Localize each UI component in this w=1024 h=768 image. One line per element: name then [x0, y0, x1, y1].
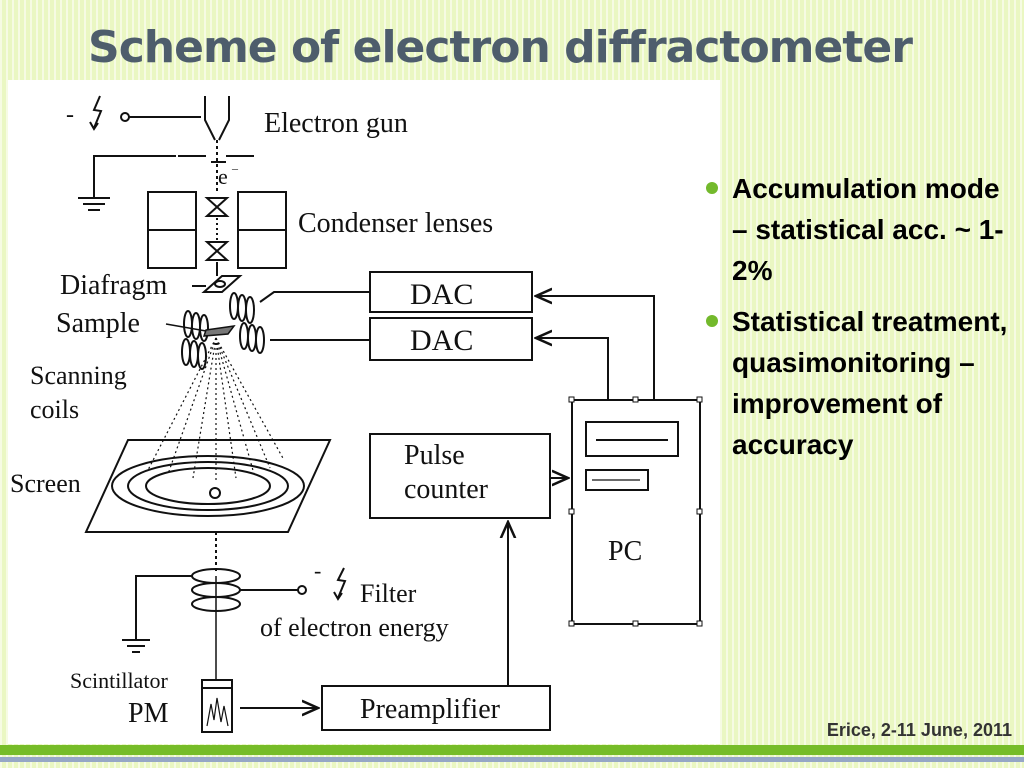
label-electron-symbol: e [218, 164, 228, 189]
gun-minus-sign: - [66, 102, 74, 128]
label-diafragm: Diafragm [60, 270, 168, 301]
pc-handles [568, 396, 703, 627]
scintillator-pm [201, 679, 233, 733]
arrow-pc-to-dac1 [536, 296, 655, 400]
bullet-item: Statistical treatment, quasimonitoring –… [704, 301, 1014, 465]
bullet-dot-icon [706, 182, 718, 194]
label-counter: counter [404, 474, 489, 505]
label-scanning: Scanning [30, 361, 127, 390]
label-screen: Screen [10, 469, 81, 498]
footer-band-blue [0, 757, 1024, 762]
pc-box [571, 399, 701, 625]
slide-title: Scheme of electron diffractometer [88, 22, 913, 73]
label-coils: coils [30, 395, 79, 424]
footer-band-green [0, 745, 1024, 755]
screen [84, 439, 332, 533]
label-dac-1: DAC [410, 278, 473, 311]
label-condenser-lenses: Condenser lenses [298, 208, 493, 239]
label-pc: PC [608, 536, 642, 567]
filter-voltage-symbol [333, 567, 347, 601]
pulse-counter-box [369, 433, 551, 519]
label-preamplifier: Preamplifier [360, 694, 501, 725]
label-filter-energy: of electron energy [260, 613, 449, 642]
label-electron-gun: Electron gun [264, 108, 408, 139]
filter-minus-sign: - [314, 558, 321, 583]
bullet-text: Accumulation mode – statistical acc. ~ 1… [732, 173, 1004, 286]
bullet-list: Accumulation mode – statistical acc. ~ 1… [704, 168, 1014, 475]
bullet-dot-icon [706, 315, 718, 327]
wire-dac1-to-coils [259, 291, 370, 303]
bullet-item: Accumulation mode – statistical acc. ~ 1… [704, 168, 1014, 291]
gun-voltage-symbol [89, 95, 201, 131]
ground-symbol-filter [122, 575, 192, 653]
sample-pointer [165, 323, 207, 332]
diafragm [201, 275, 243, 293]
preamplifier-box [321, 685, 551, 731]
scanning-coils [181, 292, 265, 370]
label-electron-charge: – [231, 161, 239, 175]
arrow-pc-to-dac2 [536, 338, 609, 400]
bullet-text: Statistical treatment, quasimonitoring –… [732, 306, 1008, 460]
label-pm: PM [128, 698, 169, 729]
condenser-lenses [147, 191, 287, 276]
footer-text: Erice, 2-11 June, 2011 [826, 720, 1012, 740]
sample [202, 325, 236, 337]
diffractometer-scheme: - Electron gun e – [8, 80, 720, 744]
label-pulse: Pulse [404, 440, 465, 471]
label-filter: Filter [360, 579, 417, 608]
label-sample: Sample [56, 308, 140, 339]
label-dac-2: DAC [410, 324, 473, 357]
electron-gun [178, 96, 254, 163]
ground-symbol-gun [78, 155, 176, 211]
label-scintillator: Scintillator [70, 668, 168, 693]
